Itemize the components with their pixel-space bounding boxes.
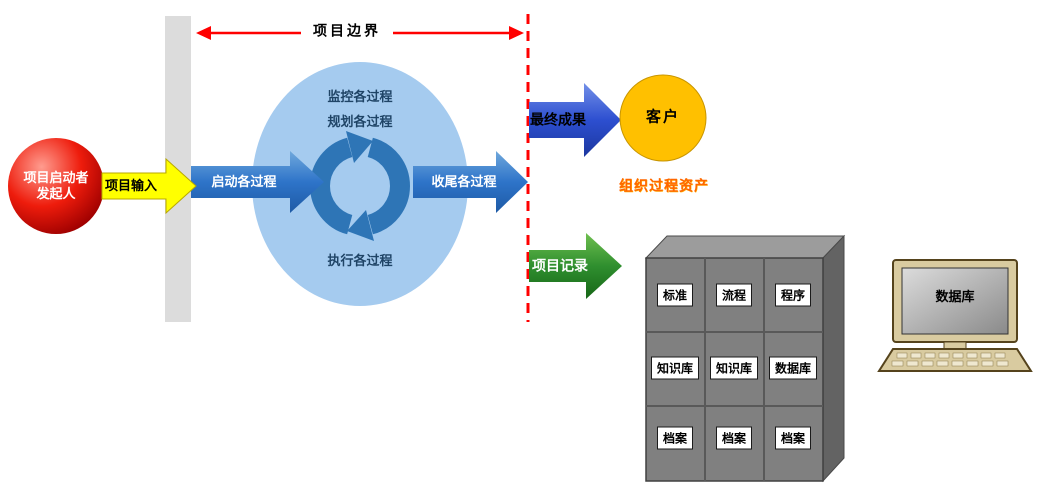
cabinet-side-face	[822, 234, 845, 483]
initiator-line2: 发起人	[36, 186, 76, 201]
project-records-arrow	[529, 233, 622, 299]
project-records-label: 项目记录	[532, 257, 588, 274]
project-input-label: 项目输入	[104, 177, 158, 193]
monitor-stand	[943, 341, 967, 350]
keyboard-keys-icon	[891, 352, 1009, 367]
cabinet-top-face	[644, 235, 846, 259]
process-cycle-arrowhead-bottom-icon	[347, 210, 374, 241]
initiator-line1: 项目启动者	[23, 169, 89, 185]
final-deliverables-label: 最终成果	[530, 111, 586, 128]
process-cycle-arrowhead-top-icon	[346, 131, 373, 163]
monitoring-processes-label: 监控各过程	[327, 88, 393, 104]
boundary-arrowhead-left-icon	[196, 26, 211, 40]
process-group-circle	[252, 62, 468, 306]
cabinet-drawer-label: 档案	[715, 426, 753, 450]
process-cycle-ring-icon	[310, 136, 410, 236]
customer-label: 客户	[645, 108, 681, 126]
cabinet-drawer-label: 标准	[656, 283, 694, 307]
cabinet-drawer-label: 知识库	[709, 356, 759, 380]
executing-processes-label: 执行各过程	[327, 252, 393, 268]
computer	[877, 259, 1033, 372]
customer-circle	[619, 74, 707, 162]
initiating-processes-label: 启动各过程	[211, 173, 277, 189]
organizational-process-assets-label: 组织过程资产	[619, 177, 709, 194]
monitor-screen	[901, 267, 1009, 335]
closing-processes-label: 收尾各过程	[431, 173, 497, 189]
final-deliverables-arrow	[529, 83, 621, 157]
cabinet-drawer-label: 程序	[774, 283, 812, 307]
project-input-arrow	[101, 157, 197, 215]
cabinet-drawer-label: 流程	[715, 283, 753, 307]
initiator-label: 项目启动者 发起人	[23, 170, 88, 203]
initiator-sphere	[8, 138, 104, 234]
keyboard	[877, 348, 1033, 372]
closing-arrow	[413, 151, 528, 213]
project-boundary-label: 项目边界	[313, 22, 381, 39]
boundary-arrowhead-right-icon	[509, 26, 524, 40]
database-monitor-label: 数据库	[935, 288, 975, 304]
planning-processes-label: 规划各过程	[327, 113, 393, 129]
cabinet-drawer-label: 知识库	[650, 356, 700, 380]
cabinet-drawer-label: 数据库	[768, 356, 818, 380]
cabinet-drawer-label: 档案	[774, 426, 812, 450]
cabinet-drawer-label: 档案	[656, 426, 694, 450]
initiating-arrow	[191, 151, 324, 213]
